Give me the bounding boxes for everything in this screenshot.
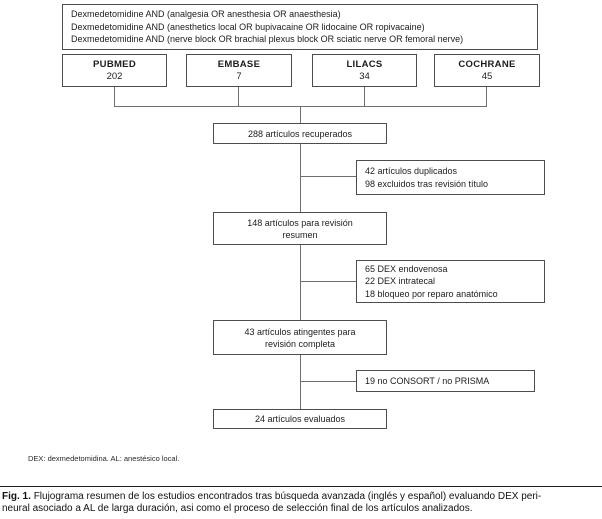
search-strategy-box: Dexmedetomidine AND (analgesia OR anesth… (62, 4, 538, 50)
database-box-cochrane: COCHRANE 45 (434, 54, 540, 87)
connector-stub-cochrane (486, 87, 487, 106)
connector-abstract-full (300, 245, 301, 320)
caption-line: Fig. 1. Flujograma resumen de los estudi… (2, 491, 600, 503)
database-box-lilacs: LILACS 34 (312, 54, 417, 87)
connector-full-evaluated (300, 355, 301, 409)
exclusion-box-duplicates-titles: 42 artículos duplicados 98 excluidos tra… (356, 160, 545, 195)
exclusion-text: 19 no CONSORT / no PRISMA (365, 375, 490, 386)
search-query-line: Dexmedetomidine AND (nerve block OR brac… (71, 34, 464, 45)
database-name: LILACS (346, 58, 383, 70)
abbreviation-footnote: DEX: dexmedetomidina. AL: anestésico loc… (28, 454, 180, 463)
connector-stub-pubmed (114, 87, 115, 106)
database-box-embase: EMBASE 7 (186, 54, 292, 87)
search-query-line: Dexmedetomidine AND (analgesia OR anesth… (71, 9, 341, 20)
flow-box-evaluated: 24 artículos evaluados (213, 409, 387, 429)
caption-text: Flujograma resumen de los estudios encon… (33, 491, 542, 502)
database-box-pubmed: PUBMED 202 (62, 54, 167, 87)
exclusion-text: 65 DEX endovenosa (365, 263, 448, 274)
connector-branch-duplicates (300, 176, 356, 177)
database-name: PUBMED (93, 58, 136, 70)
connector-stub-embase (238, 87, 239, 106)
flow-box-text: 43 artículos atingentes para (244, 326, 356, 337)
connector-drop-retrieved (300, 106, 301, 124)
connector-branch-no-consort (300, 381, 356, 382)
flow-box-text: revisión completa (264, 338, 336, 349)
database-count: 202 (106, 70, 123, 82)
database-count: 7 (236, 70, 242, 82)
database-name: COCHRANE (458, 58, 516, 70)
exclusion-text: 42 artículos duplicados (365, 166, 458, 176)
database-name: EMBASE (217, 58, 261, 70)
exclusion-text: 18 bloqueo por reparo anatómico (365, 288, 498, 299)
exclusion-text: 22 DEX intratecal (365, 276, 436, 287)
connector-stub-lilacs (364, 87, 365, 106)
figure-caption: Fig. 1. Flujograma resumen de los estudi… (0, 486, 602, 515)
flow-box-text: 148 artículos para revisión (247, 217, 353, 228)
exclusion-box-no-consort: 19 no CONSORT / no PRISMA (356, 370, 535, 392)
connector-branch-dex-exclusions (300, 281, 356, 282)
flow-box-full-review: 43 artículos atingentes para revisión co… (213, 320, 387, 355)
caption-line: neural asociado a AL de larga duración, … (2, 503, 473, 514)
search-query-line: Dexmedetomidine AND (anesthetics local O… (71, 21, 425, 32)
database-count: 34 (359, 70, 370, 82)
exclusion-text: 98 excluidos tras revisión título (365, 178, 489, 189)
exclusion-box-dex: 65 DEX endovenosa 22 DEX intratecal 18 b… (356, 260, 545, 303)
flow-box-text: 288 artículos recuperados (247, 128, 353, 139)
database-count: 45 (481, 70, 493, 82)
flow-box-text: 24 artículos evaluados (254, 414, 346, 424)
flow-box-text: resumen (282, 229, 318, 240)
flow-box-abstract-review: 148 artículos para revisión resumen (213, 212, 387, 245)
flow-box-retrieved: 288 artículos recuperados (213, 123, 387, 144)
connector-retrieved-abstract (300, 144, 301, 212)
caption-figure-label: Fig. 1. (2, 491, 31, 502)
